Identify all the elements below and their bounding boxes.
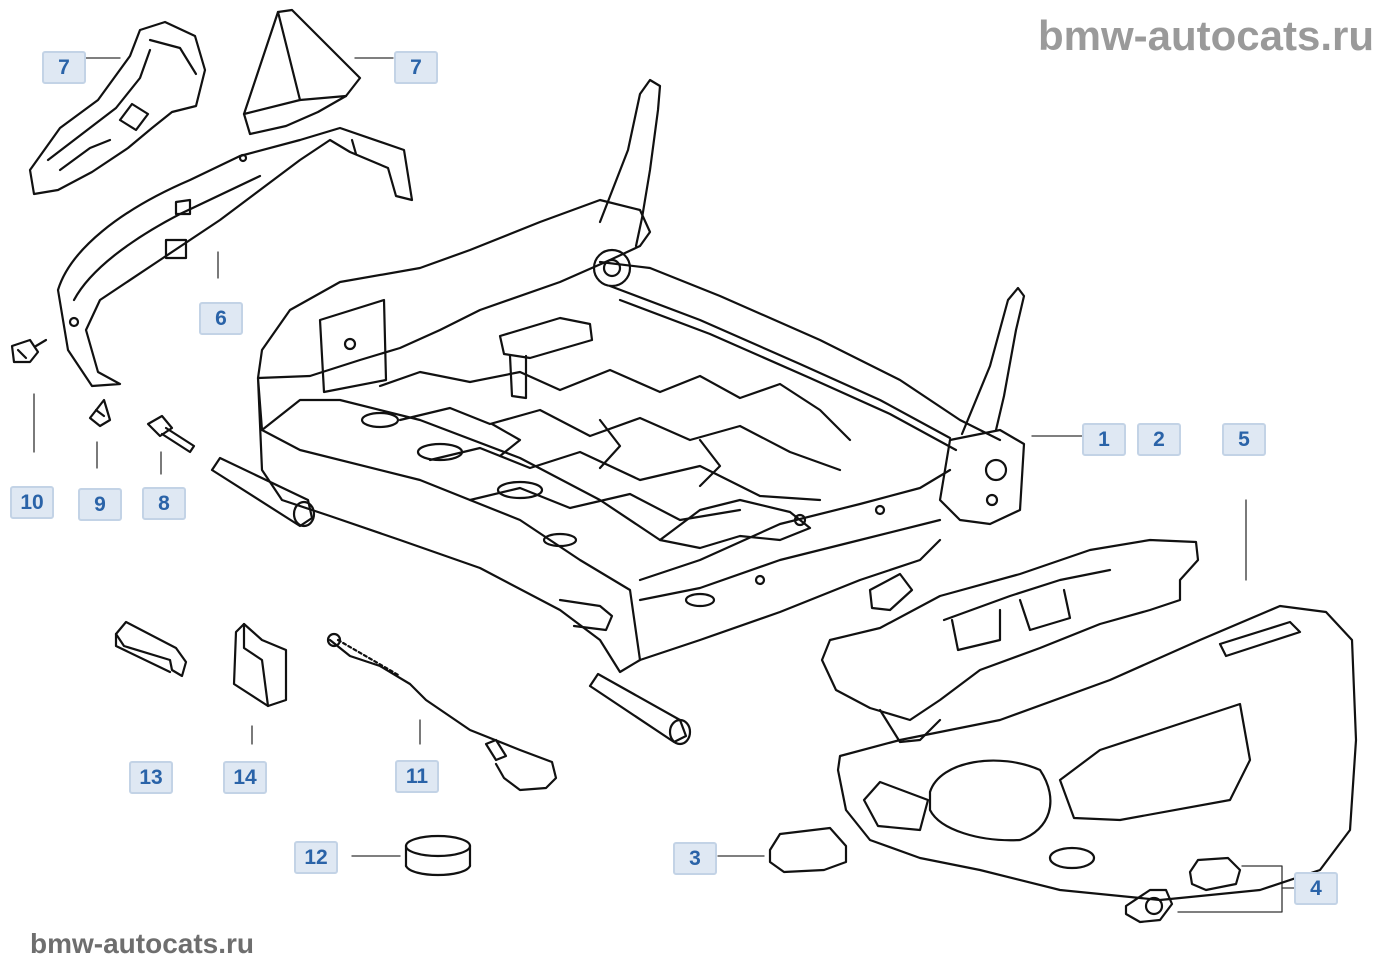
callout-1[interactable]: 1 [1082, 423, 1126, 456]
callout-7-left[interactable]: 7 [42, 51, 86, 84]
part-10-clip [10, 338, 48, 364]
callout-5[interactable]: 5 [1222, 423, 1266, 456]
part-6-side-trim [56, 126, 414, 388]
callout-9[interactable]: 9 [78, 488, 122, 521]
part-12-ring [404, 834, 472, 876]
callout-10[interactable]: 10 [10, 486, 54, 519]
callout-8[interactable]: 8 [142, 487, 186, 520]
seat-frame-main [256, 78, 1026, 674]
part-9-push-pin [88, 398, 112, 428]
callout-4[interactable]: 4 [1294, 872, 1338, 905]
part-11-cable [326, 632, 558, 792]
part-14-bracket [232, 622, 288, 708]
part-5-drive-unit [820, 538, 1200, 744]
callout-3[interactable]: 3 [673, 842, 717, 875]
part-7-left-trim [28, 20, 207, 196]
part-13-clip [114, 620, 188, 678]
callout-2[interactable]: 2 [1137, 423, 1181, 456]
callout-7-right[interactable]: 7 [394, 51, 438, 84]
seat-rollers [210, 456, 692, 746]
watermark-bottom: bmw-autocats.ru [30, 928, 255, 959]
part-4-covers [1124, 856, 1242, 924]
callout-14[interactable]: 14 [223, 761, 267, 794]
callout-6[interactable]: 6 [199, 302, 243, 335]
watermark-top: bmw-autocats.ru [1037, 12, 1374, 59]
callout-12[interactable]: 12 [294, 841, 338, 874]
part-5-side-shield [836, 604, 1358, 902]
part-3-cap [768, 826, 848, 874]
callout-11[interactable]: 11 [395, 760, 439, 793]
leader-lines [33, 57, 1295, 913]
callout-13[interactable]: 13 [129, 761, 173, 794]
part-7-right-cap [242, 8, 362, 136]
part-8-bolt [146, 414, 196, 454]
